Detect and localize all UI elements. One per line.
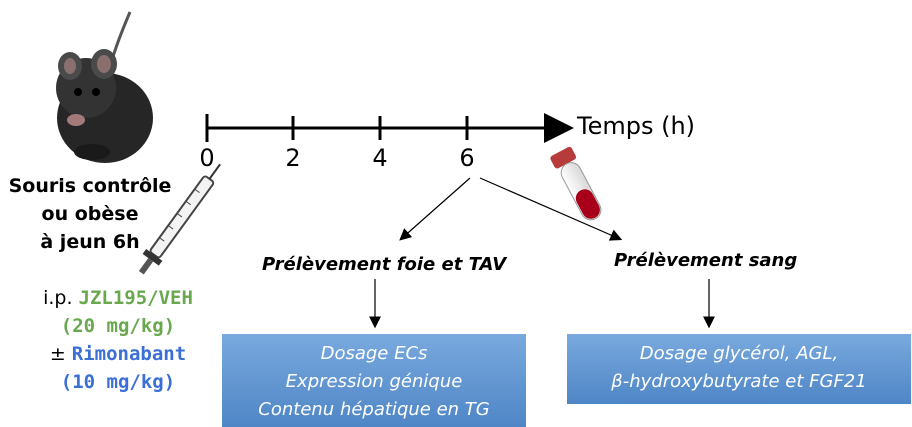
subject-line-1: Souris contrôle <box>8 175 172 197</box>
treatment-description: i.p. JZL195/VEH (20 mg/kg) ± Rimonabant … <box>18 284 218 396</box>
syringe-icon <box>138 163 221 275</box>
axis-label: Temps (h) <box>577 112 696 140</box>
blood-sample-label: Prélèvement sang <box>614 250 798 271</box>
subject-line-3: à jeun 6h <box>40 231 140 253</box>
tissue-assay-line-3: Contenu hépatique en TG <box>258 399 490 420</box>
tissue-assay-box: Dosage ECs Expression génique Contenu hé… <box>222 334 526 427</box>
tissue-assay-line-1: Dosage ECs <box>320 343 428 364</box>
treatment-dose-1: (20 mg/kg) <box>60 315 176 337</box>
tick-label-0: 0 <box>199 144 215 172</box>
treatment-drug-2: Rimonabant <box>71 343 187 365</box>
blood-assay-box: Dosage glycérol, AGL, β-hydroxybutyrate … <box>567 334 911 404</box>
blood-assay-line-2: β-hydroxybutyrate et FGF21 <box>611 371 867 392</box>
arrow-to-tissue <box>399 177 471 241</box>
tick-label-4: 4 <box>372 144 388 172</box>
subject-line-2: ou obèse <box>41 203 139 225</box>
blood-tube-icon <box>550 146 602 221</box>
tissue-assay-line-2: Expression génique <box>285 371 463 392</box>
treatment-route: i.p. <box>43 287 73 309</box>
treatment-drug-1: JZL195/VEH <box>78 287 193 309</box>
subject-description: Souris contrôle ou obèse à jeun 6h <box>0 172 180 256</box>
timeline-axis <box>205 113 574 143</box>
tick-label-2: 2 <box>285 144 301 172</box>
mouse-icon <box>56 11 153 163</box>
tissue-sample-label: Prélèvement foie et TAV <box>262 254 507 275</box>
tick-label-6: 6 <box>459 144 475 172</box>
blood-assay-line-1: Dosage glycérol, AGL, <box>639 343 839 364</box>
treatment-dose-2: (10 mg/kg) <box>60 371 176 393</box>
arrow-to-blood <box>479 177 623 241</box>
treatment-plus-minus: ± <box>49 343 66 365</box>
